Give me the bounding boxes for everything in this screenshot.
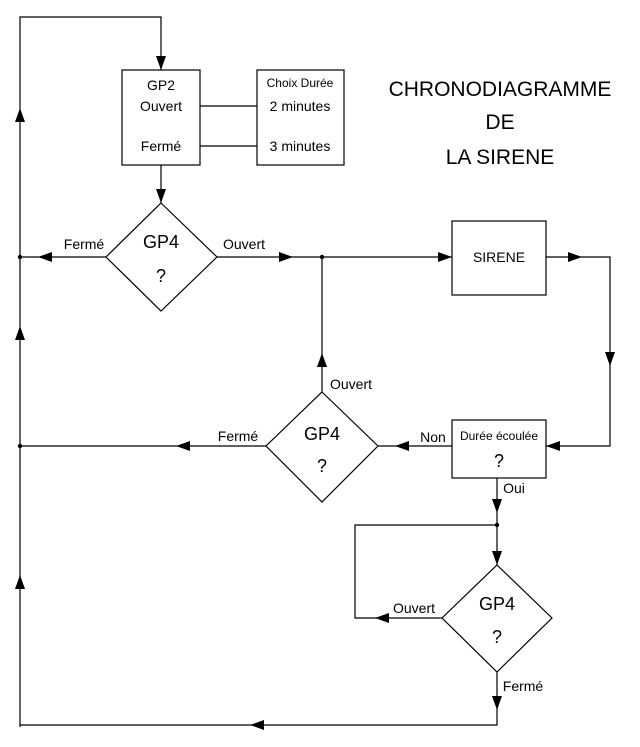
junction-dot [494,522,500,528]
decision3-question: ? [492,627,502,647]
arrow-left-icon [375,613,389,623]
siren-box: SIRENE [451,220,547,296]
decision1-closed-branch-label: Fermé [64,236,105,252]
arrow-down-icon [492,696,502,710]
siren-label: SIRENE [473,249,525,265]
junction-dots [17,254,500,528]
arrow-left-icon [38,252,52,262]
decision2-closed-branch-label: Fermé [218,428,259,444]
arrow-down-icon [492,551,502,565]
arrow-right-icon [438,252,452,262]
decision3-label: GP4 [479,594,515,614]
gp2-closed-label: Fermé [141,138,182,154]
arrowheads [15,56,615,730]
duration-option-3min: 3 minutes [270,138,331,154]
elapsed-yes-label: Oui [503,480,525,496]
decision3-open-branch-label: Ouvert [393,600,435,616]
diagram-title: CHRONODIAGRAMME DE LA SIRENE [389,78,612,169]
junction-dot [17,254,23,260]
decision-gp4-bottom: GP4 ? Ouvert Fermé [393,564,553,694]
arrow-left-icon [546,441,560,451]
title-line-2: DE [485,111,514,134]
arrow-left-icon [395,441,409,451]
arrow-up-icon [317,353,327,367]
gp2-label: GP2 [147,77,175,93]
title-line-1: CHRONODIAGRAMME [389,78,612,101]
decision-gp4-middle: GP4 ? Fermé Ouvert [218,376,379,503]
decision-gp4-top: GP4 ? Fermé Ouvert [64,202,265,312]
decision2-open-branch-label: Ouvert [330,376,372,392]
bottom-return-line [20,672,498,726]
decision3-closed-branch-label: Fermé [503,678,544,694]
decision1-open-branch-label: Ouvert [223,236,265,252]
title-line-3: LA SIRENE [446,146,555,169]
elapsed-no-label: Non [420,429,446,445]
arrow-up-icon [15,326,25,340]
duration-box: Choix Durée 2 minutes 3 minutes [256,69,345,166]
arrow-up-icon [15,108,25,122]
arrow-up-icon [15,575,25,589]
elapsed-question: ? [494,451,504,471]
elapsed-label: Durée écoulée [460,429,538,443]
decision1-label: GP4 [143,232,179,252]
arrow-right-icon [568,252,582,262]
duration-header: Choix Durée [267,76,334,90]
arrow-down-icon [492,499,502,513]
decision2-question: ? [317,456,327,476]
connector-lines [19,16,611,727]
arrow-left-icon [176,441,190,451]
arrow-left-icon [250,720,264,730]
top-loop-line [19,16,162,727]
siren-to-elapsed-line [546,256,611,447]
gp2-open-label: Ouvert [140,98,182,114]
duration-option-2min: 2 minutes [270,98,331,114]
arrow-right-icon [279,252,293,262]
arrow-down-icon [605,352,615,366]
elapsed-box: Durée écoulée ? Non Oui [420,419,547,496]
arrow-down-icon [156,56,166,70]
junction-dot [319,254,325,260]
decision2-label: GP4 [304,424,340,444]
decision3-loop-line [354,524,497,619]
decision1-question: ? [156,266,166,286]
arrow-down-icon [156,189,166,203]
junction-dot [17,443,23,449]
gp2-box: GP2 Ouvert Fermé [121,69,201,166]
